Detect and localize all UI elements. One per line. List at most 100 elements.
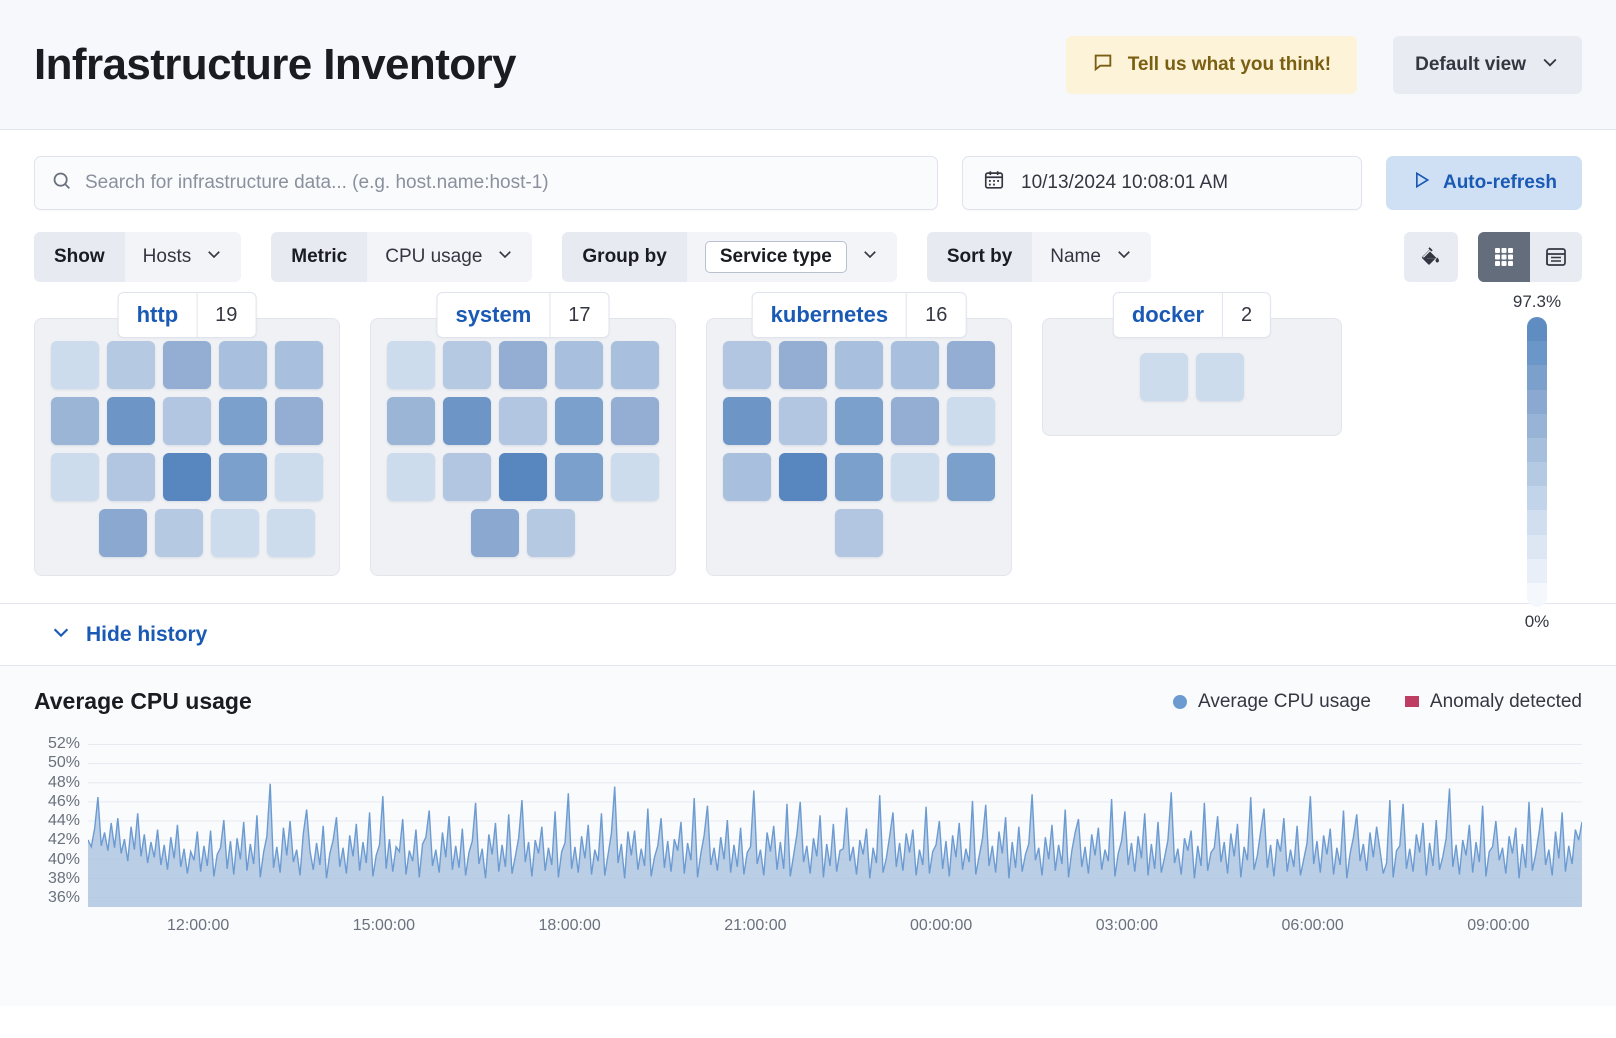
host-cell[interactable] <box>723 397 771 445</box>
host-cell[interactable] <box>51 397 99 445</box>
host-cell[interactable] <box>107 453 155 501</box>
host-cell[interactable] <box>499 397 547 445</box>
group-name[interactable]: kubernetes <box>770 302 889 327</box>
host-cell[interactable] <box>1140 353 1188 401</box>
host-cell[interactable] <box>779 453 827 501</box>
filter-sort-by-value[interactable]: Name <box>1032 232 1151 282</box>
host-cell[interactable] <box>219 341 267 389</box>
filter-metric: Metric CPU usage <box>271 232 533 282</box>
host-cell[interactable] <box>499 341 547 389</box>
host-cell[interactable] <box>499 453 547 501</box>
hide-history-toggle[interactable]: Hide history <box>0 604 1616 666</box>
host-cell[interactable] <box>219 397 267 445</box>
host-cell[interactable] <box>155 509 203 557</box>
waffle-row <box>723 397 995 445</box>
waffle-row <box>723 341 995 389</box>
host-cell[interactable] <box>947 341 995 389</box>
host-cell[interactable] <box>107 341 155 389</box>
host-cell[interactable] <box>891 453 939 501</box>
host-cell[interactable] <box>387 453 435 501</box>
host-cell[interactable] <box>99 509 147 557</box>
grid-view-icon[interactable] <box>1478 232 1530 282</box>
host-cell[interactable] <box>723 453 771 501</box>
host-cell[interactable] <box>555 397 603 445</box>
feedback-button[interactable]: Tell us what you think! <box>1065 35 1358 94</box>
host-cell[interactable] <box>471 509 519 557</box>
group-name[interactable]: http <box>136 302 179 327</box>
host-cell[interactable] <box>835 453 883 501</box>
paint-bucket-icon[interactable] <box>1404 232 1458 282</box>
host-cell[interactable] <box>1196 353 1244 401</box>
legend-item-anomaly[interactable]: Anomaly detected <box>1404 691 1582 713</box>
table-view-icon[interactable] <box>1530 232 1582 282</box>
auto-refresh-button[interactable]: Auto-refresh <box>1386 156 1582 210</box>
waffle-row <box>51 341 323 389</box>
host-cell[interactable] <box>219 453 267 501</box>
host-cell[interactable] <box>723 341 771 389</box>
host-cell[interactable] <box>443 453 491 501</box>
filter-show-value[interactable]: Hosts <box>124 232 242 282</box>
filter-group-by-label: Group by <box>562 232 687 282</box>
filter-group-by-value[interactable]: Service type <box>686 232 897 282</box>
host-cell[interactable] <box>211 509 259 557</box>
default-view-button[interactable]: Default view <box>1393 35 1582 94</box>
host-cell[interactable] <box>891 397 939 445</box>
legend-item-average-cpu[interactable]: Average CPU usage <box>1173 691 1371 713</box>
host-cell[interactable] <box>387 397 435 445</box>
legend-stop <box>1527 462 1547 487</box>
x-tick-label: 15:00:00 <box>352 917 416 934</box>
host-cell[interactable] <box>107 397 155 445</box>
group-box <box>370 318 676 576</box>
host-cell[interactable] <box>611 397 659 445</box>
date-picker[interactable]: 10/13/2024 10:08:01 AM <box>962 156 1362 210</box>
host-cell[interactable] <box>779 397 827 445</box>
host-cell[interactable] <box>267 509 315 557</box>
group-count: 17 <box>549 293 608 337</box>
host-cell[interactable] <box>527 509 575 557</box>
host-cell[interactable] <box>275 397 323 445</box>
filter-metric-value[interactable]: CPU usage <box>367 232 533 282</box>
chart-legend: Average CPU usage Anomaly detected <box>1173 691 1582 713</box>
y-tick-label: 36% <box>47 889 80 906</box>
host-cell[interactable] <box>835 397 883 445</box>
host-cell[interactable] <box>555 453 603 501</box>
search-input[interactable] <box>85 172 921 194</box>
search-field[interactable] <box>34 156 938 210</box>
legend-stop <box>1527 341 1547 366</box>
host-cell[interactable] <box>163 453 211 501</box>
y-tick-label: 44% <box>47 812 80 829</box>
host-cell[interactable] <box>611 341 659 389</box>
host-cell[interactable] <box>891 341 939 389</box>
host-cell[interactable] <box>947 453 995 501</box>
host-cell[interactable] <box>275 341 323 389</box>
host-cell[interactable] <box>443 397 491 445</box>
host-cell[interactable] <box>947 397 995 445</box>
page-header: Infrastructure Inventory Tell us what yo… <box>0 0 1616 130</box>
chevron-down-icon <box>50 621 72 649</box>
group-name[interactable]: docker <box>1131 302 1205 327</box>
legend-gradient-bar[interactable] <box>1527 317 1547 607</box>
group-name[interactable]: system <box>455 302 532 327</box>
host-cell[interactable] <box>779 341 827 389</box>
host-cell[interactable] <box>51 341 99 389</box>
host-cell[interactable] <box>275 453 323 501</box>
calendar-icon <box>983 169 1005 197</box>
host-cell[interactable] <box>163 397 211 445</box>
host-cell[interactable] <box>443 341 491 389</box>
host-cell[interactable] <box>163 341 211 389</box>
host-cell[interactable] <box>835 509 883 557</box>
host-cell[interactable] <box>611 453 659 501</box>
filter-metric-value-text: CPU usage <box>385 246 483 267</box>
host-cell[interactable] <box>51 453 99 501</box>
host-cell[interactable] <box>387 341 435 389</box>
host-cell[interactable] <box>835 341 883 389</box>
chart-plot-area[interactable] <box>88 735 1582 907</box>
host-cell[interactable] <box>555 341 603 389</box>
group-header-system[interactable]: system 17 <box>436 292 610 338</box>
